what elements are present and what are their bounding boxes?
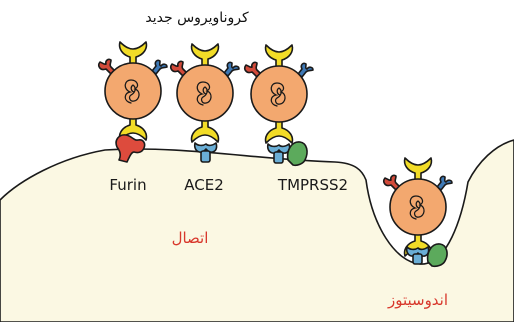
viral-rna xyxy=(409,195,425,220)
ace2-receptor xyxy=(193,142,218,163)
membrane-protein-blue xyxy=(436,175,453,191)
viral-rna xyxy=(196,81,212,106)
diagram-title: کروناویروس جدید xyxy=(145,10,249,26)
membrane-protein-blue xyxy=(223,61,240,77)
tmprss2-receptor-endocytosed xyxy=(426,243,448,268)
spike-protein-top xyxy=(403,157,433,183)
ace2-receptor-endocytosed xyxy=(405,246,430,265)
membrane-protein-red xyxy=(98,58,116,75)
viral-rna xyxy=(270,82,286,107)
membrane-protein-red xyxy=(383,174,401,191)
spike-protein-bottom xyxy=(190,117,220,143)
furin-receptor xyxy=(115,134,146,163)
tmprss2-receptor xyxy=(286,141,308,167)
label-attachment: اتصال xyxy=(172,229,209,247)
spike-protein-top xyxy=(264,44,294,70)
spike-protein-bottom xyxy=(264,118,294,144)
label-tmprss2: TMPRSS2 xyxy=(277,176,348,194)
membrane-protein-red xyxy=(244,61,262,78)
membrane-protein-blue xyxy=(151,59,168,75)
ace2-receptor-2 xyxy=(266,143,291,164)
label-furin: Furin xyxy=(109,176,146,194)
virus-endocytosed xyxy=(383,157,453,257)
virus-ace2-bound xyxy=(170,43,240,143)
label-endocytosis: اندوسیتوز xyxy=(387,291,448,309)
viral-rna xyxy=(124,79,140,104)
spike-protein-top xyxy=(190,43,220,69)
spike-protein-bottom xyxy=(118,115,148,141)
virus-tmprss2-bound xyxy=(244,44,314,144)
membrane-protein-blue xyxy=(297,62,314,78)
label-ace2: ACE2 xyxy=(184,176,224,194)
virus-furin-bound xyxy=(98,41,168,141)
host-cell xyxy=(0,139,514,322)
spike-protein-top xyxy=(118,41,148,67)
membrane-protein-red xyxy=(170,60,188,77)
